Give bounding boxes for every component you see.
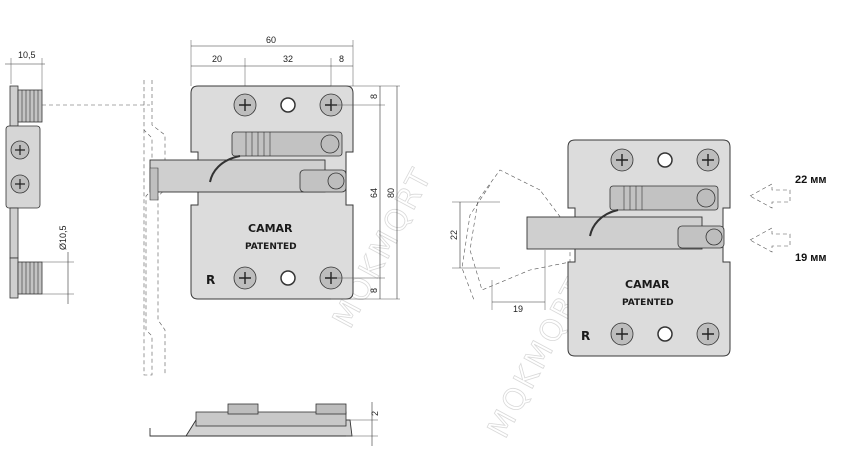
dim-seg-right: 8 — [339, 54, 344, 64]
dim-total-width: 60 — [266, 35, 276, 45]
dim-adjust-horizontal: 19 — [513, 304, 523, 314]
bottom-view: 2 — [149, 402, 380, 446]
front-view: 60 20 32 8 CAMAR PATENTED R — [149, 35, 400, 300]
dim-seg-mid: 32 — [283, 54, 293, 64]
dim-adjust-vertical: 22 — [449, 230, 459, 240]
side-mark-right: R — [581, 329, 590, 343]
dim-top-offset: 8 — [369, 94, 379, 99]
side-mark-front: R — [206, 273, 215, 287]
adjust-view: CAMAR PATENTED R 22 19 22 мм 19 мм — [449, 139, 827, 357]
dim-hole-spacing: 64 — [369, 188, 379, 198]
dim-bottom-offset: 8 — [369, 288, 379, 293]
side-view: 10,5 Ø10,5 — [5, 50, 150, 304]
callout-bottom: 19 мм — [795, 252, 827, 264]
brand-logo-right: CAMAR — [625, 278, 670, 291]
dim-seg-left: 20 — [212, 54, 222, 64]
patented-right: PATENTED — [622, 298, 674, 308]
dim-thickness: 2 — [370, 411, 380, 416]
brand-logo-front: CAMAR — [248, 222, 293, 235]
dim-side-diameter: Ø10,5 — [58, 225, 68, 250]
callout-top: 22 мм — [795, 174, 827, 186]
dim-total-height: 80 — [386, 188, 396, 198]
dim-side-width: 10,5 — [18, 50, 36, 60]
panel-outline — [143, 80, 166, 376]
patented-front: PATENTED — [245, 242, 297, 252]
watermark: MQKMQRT MQKMQRT — [326, 161, 596, 444]
